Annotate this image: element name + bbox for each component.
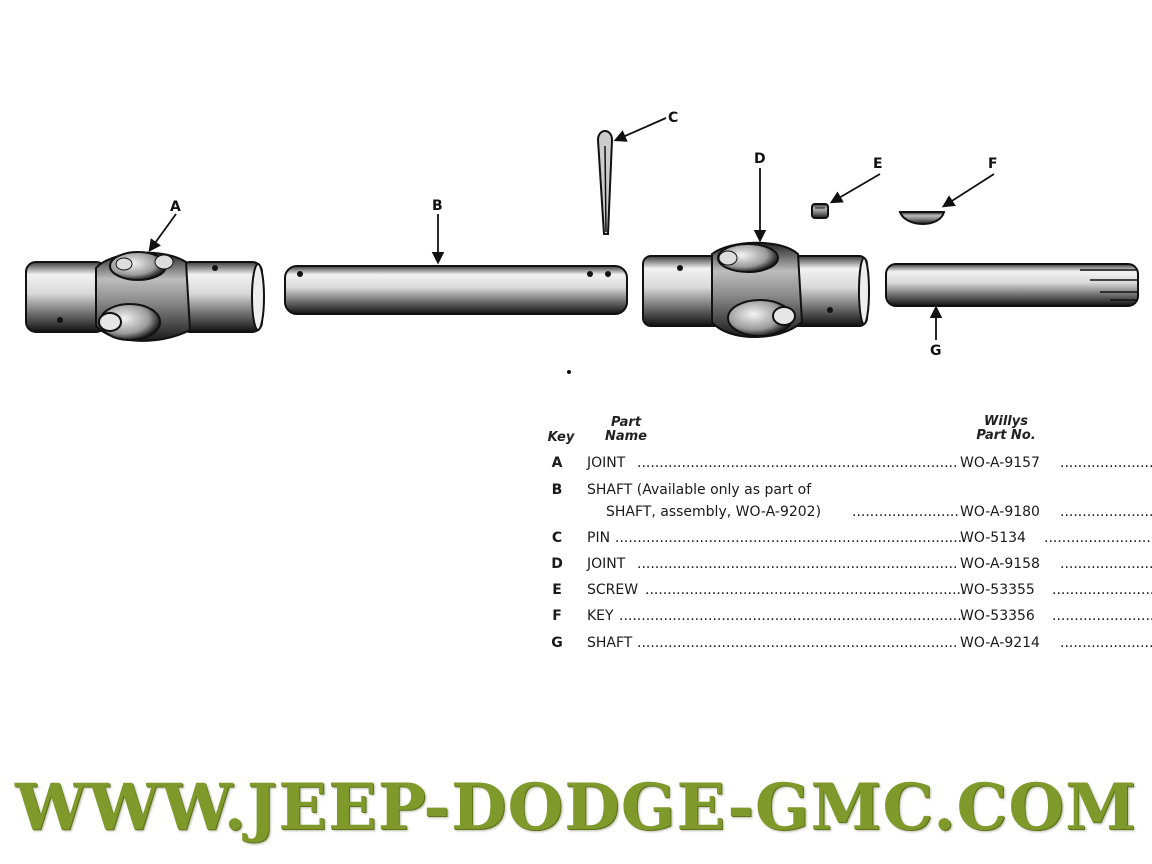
row-key: C [551,530,563,546]
row-key: A [551,455,563,471]
row-part-no: WO-53355.............................. [960,582,1152,598]
joint-d [642,241,870,338]
table-row: F KEY...................................… [540,608,1152,630]
row-part-no: WO-5134.............................. [960,530,1152,546]
callout-d: D [754,151,766,167]
row-part-name: PIN.....................................… [587,530,963,546]
shaft-b [284,265,628,315]
table-row: C PIN...................................… [540,530,1152,552]
header-willys-part-no: Willys Part No. [966,415,1046,443]
callout-a: A [170,199,181,215]
callout-b: B [432,198,443,214]
header-willys-line1: Willys [984,414,1028,429]
row-part-no: WO-A-9157.............................. [960,455,1152,471]
callout-e: E [873,156,883,172]
callout-c: C [668,110,678,126]
table-row: E SCREW.................................… [540,582,1152,604]
row-part-name: KEY.....................................… [587,608,967,624]
table-row: G SHAFT.................................… [540,635,1152,657]
header-part-name-line1: Part [610,415,642,430]
header-part-name: Part Name [596,416,656,444]
table-row: A JOINT.................................… [540,455,1152,477]
table-row: D JOINT.................................… [540,556,1152,578]
row-key: E [552,582,562,598]
row-part-name: JOINT...................................… [587,455,958,471]
parts-diagram: A B C D E F G [25,110,1139,374]
row-part-name: JOINT...................................… [587,556,958,572]
shaft-g [885,263,1139,307]
joint-a [25,251,265,342]
row-part-no: WO-A-9158.............................. [960,556,1152,572]
row-key: G [551,635,563,651]
table-row-continued: SHAFT, assembly, WO-A-9202).............… [540,504,1152,526]
row-key: B [551,482,563,498]
callout-arrows [148,117,995,340]
key-f [898,211,946,225]
row-part-name: SHAFT...................................… [587,635,958,651]
row-part-no: WO-53356.............................. [960,608,1152,624]
website-watermark: WWW.JEEP-DODGE-GMC.COM [14,770,1138,845]
header-part-name-line2: Name [604,429,647,444]
row-part-name: SHAFT (Available only as part of [587,482,812,498]
row-key: D [551,556,563,572]
table-row: B SHAFT (Available only as part of [540,482,1152,504]
row-part-name-line2: SHAFT, assembly, WO-A-9202).............… [606,504,958,520]
row-key: F [552,608,562,624]
callout-f: F [988,156,998,172]
header-willys-line2: Part No. [976,428,1036,443]
screw-e [811,203,829,219]
row-part-no: WO-A-9214.............................. [960,635,1152,651]
callout-g: G [930,343,942,359]
pin-c [596,130,614,235]
row-part-no: WO-A-9180.............................. [960,504,1152,520]
row-part-name: SCREW...................................… [587,582,966,598]
header-key: Key [547,430,575,445]
